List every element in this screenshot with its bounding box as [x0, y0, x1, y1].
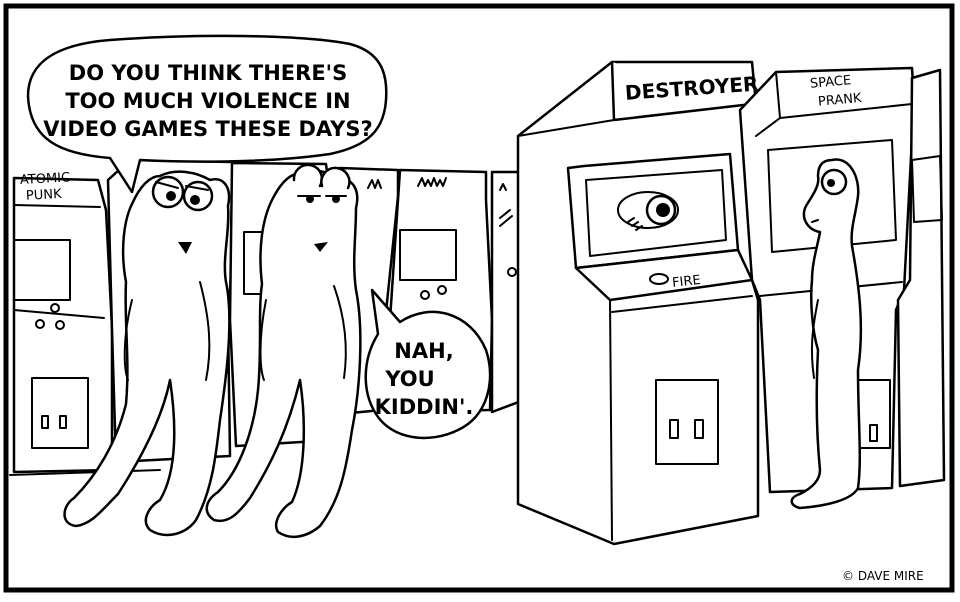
left-bubble-line-2: TOO MUCH VIOLENCE IN: [65, 89, 350, 113]
atomic-punk-marquee-line-1: ATOMIC: [20, 170, 71, 188]
left-bubble-line-3: VIDEO GAMES THESE DAYS?: [43, 117, 372, 141]
right-walking-frog: [205, 163, 362, 539]
speech-bubble-right: NAH, YOU KIDDIN'.: [364, 288, 492, 440]
right-bubble-line-2: YOU: [384, 367, 434, 391]
space-prank-marquee-line-2: PRANK: [817, 91, 862, 110]
space-prank-marquee-line-1: SPACE: [809, 73, 851, 92]
speech-bubble-left: DO YOU THINK THERE'S TOO MUCH VIOLENCE I…: [26, 34, 388, 194]
right-frog-mouth: [314, 242, 328, 252]
atomic-punk-marquee-line-2: PUNK: [26, 187, 63, 204]
fire-button-icon: [649, 273, 669, 285]
right-bubble-line-3: KIDDIN'.: [375, 395, 474, 419]
artist-credit: © DAVE MIRE: [842, 569, 924, 583]
floor-line: [9, 469, 161, 476]
left-walking-frog: [63, 170, 231, 537]
left-frog-mouth: [178, 242, 192, 254]
atomic-punk-cabinet: [12, 176, 114, 474]
destroyer-screen-eye: [617, 191, 679, 231]
right-bubble-line-1: NAH,: [394, 339, 453, 363]
fire-button-label: FIRE: [671, 273, 701, 291]
far-right-cabinet: [896, 68, 946, 488]
standing-frog: [790, 158, 863, 510]
left-bubble-line-1: DO YOU THINK THERE'S: [69, 61, 347, 85]
destroyer-cabinet: DESTROYER FIRE: [516, 60, 760, 546]
